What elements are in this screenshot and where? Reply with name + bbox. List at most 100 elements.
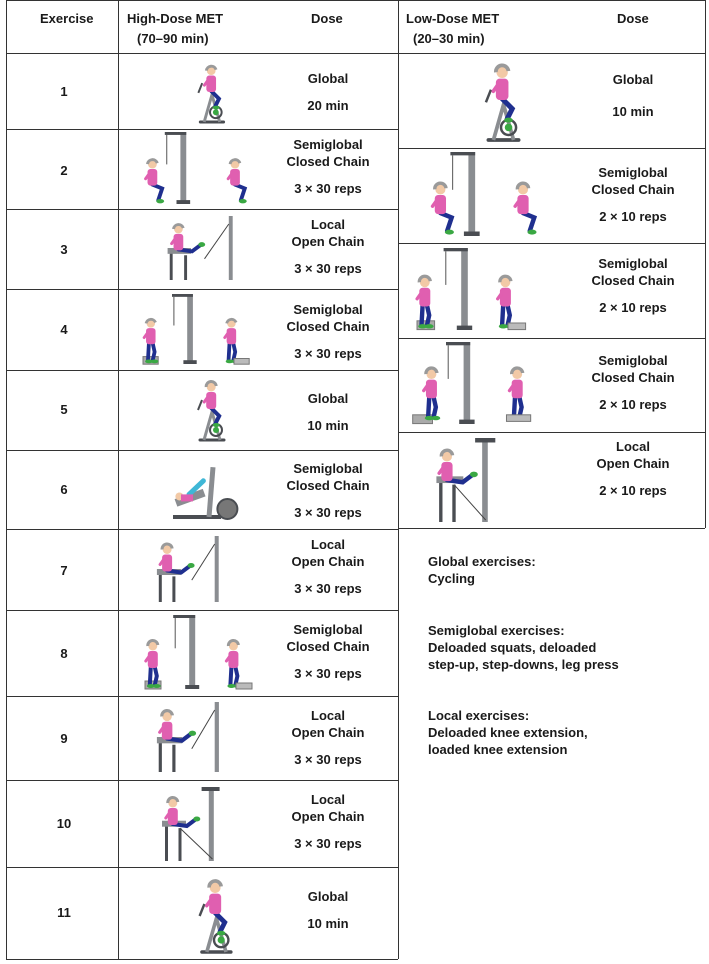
dose-type: Semiglobal xyxy=(598,165,668,180)
dose-amount: 10 min xyxy=(307,916,349,931)
low-dose-cell: Semiglobal Closed Chain 2 × 10 reps xyxy=(573,164,693,225)
dose-amount: 3 × 30 reps xyxy=(294,581,362,596)
knee-extension-figure xyxy=(156,536,219,602)
dose-cell: Global 10 min xyxy=(268,390,388,434)
step-down-figure xyxy=(412,342,532,425)
legend-semiglobal-title: Semiglobal exercises: xyxy=(428,623,565,638)
header-dose: Dose xyxy=(311,11,343,26)
legend-semiglobal: Semiglobal exercises: Deloaded squats, d… xyxy=(428,622,619,673)
dose-type: Semiglobal xyxy=(598,256,668,271)
stationary-bike-figure xyxy=(197,379,226,442)
dose-amount: 2 × 10 reps xyxy=(599,483,667,498)
header-high-dose-duration: (70–90 min) xyxy=(137,31,209,46)
dose-amount: 10 min xyxy=(612,104,654,119)
dose-amount: 10 min xyxy=(307,418,349,433)
dose-type: Global xyxy=(307,391,349,406)
step-up-figure xyxy=(415,248,527,331)
legend-semiglobal-line: Deloaded squats, deloaded xyxy=(428,640,597,655)
dose-chain: Closed Chain xyxy=(286,478,370,493)
dose-chain: Closed Chain xyxy=(286,154,370,169)
dose-type: Semiglobal xyxy=(293,137,363,152)
low-dose-cell: Semiglobal Closed Chain 2 × 10 reps xyxy=(573,352,693,413)
dose-type: Local xyxy=(311,217,345,232)
legend-local-line: Deloaded knee extension, xyxy=(428,725,588,740)
dose-type: Semiglobal xyxy=(598,353,668,368)
dose-chain: Closed Chain xyxy=(591,370,675,385)
dose-amount: 3 × 30 reps xyxy=(294,346,362,361)
exercise-number: 9 xyxy=(60,731,68,746)
dose-cell: Global 20 min xyxy=(268,70,388,114)
dose-amount: 2 × 10 reps xyxy=(599,209,667,224)
legend-global-title: Global exercises: xyxy=(428,554,536,569)
loaded-knee-extension-figure xyxy=(436,438,496,522)
dose-cell: Local Open Chain 3 × 30 reps xyxy=(268,216,388,277)
header-low-dose-title: Low-Dose MET xyxy=(406,11,500,26)
dose-chain: Open Chain xyxy=(596,456,670,471)
dose-type: Local xyxy=(311,792,345,807)
dose-amount: 3 × 30 reps xyxy=(294,505,362,520)
low-dose-cell: Global 10 min xyxy=(573,71,693,120)
stationary-bike-figure xyxy=(198,879,233,954)
header-exercise: Exercise xyxy=(40,11,94,26)
dose-chain: Open Chain xyxy=(291,554,365,569)
exercise-number: 6 xyxy=(60,482,68,497)
dose-amount: 3 × 30 reps xyxy=(294,836,362,851)
dose-chain: Open Chain xyxy=(291,725,365,740)
header-high-dose-title: High-Dose MET xyxy=(127,11,224,26)
loaded-knee-extension-figure xyxy=(162,787,220,861)
dose-type: Global xyxy=(612,72,654,87)
dose-cell: Semiglobal Closed Chain 3 × 30 reps xyxy=(268,460,388,521)
dose-amount: 3 × 30 reps xyxy=(294,181,362,196)
legend-local-title: Local exercises: xyxy=(428,708,530,723)
dose-cell: Semiglobal Closed Chain 3 × 30 reps xyxy=(268,301,388,362)
dose-amount: 3 × 30 reps xyxy=(294,261,362,276)
dose-cell: Semiglobal Closed Chain 3 × 30 reps xyxy=(268,136,388,197)
low-dose-cell: Semiglobal Closed Chain 2 × 10 reps xyxy=(573,255,693,316)
low-dose-cell: Local Open Chain 2 × 10 reps xyxy=(573,438,693,499)
stationary-bike-figure xyxy=(484,63,521,142)
legend-local-line: loaded knee extension xyxy=(428,742,568,757)
header-low-dose-duration: (20–30 min) xyxy=(413,31,485,46)
dose-type: Semiglobal xyxy=(293,461,363,476)
knee-extension-figure xyxy=(167,216,233,280)
dose-type: Local xyxy=(311,708,345,723)
knee-extension-figure xyxy=(156,702,219,772)
dose-amount: 3 × 30 reps xyxy=(294,752,362,767)
dose-type: Global xyxy=(307,889,349,904)
dose-amount: 2 × 10 reps xyxy=(599,300,667,315)
leg-press-figure xyxy=(173,466,239,520)
exercise-number: 5 xyxy=(60,402,68,417)
exercise-number: 11 xyxy=(57,905,71,920)
dose-cell: Local Open Chain 3 × 30 reps xyxy=(268,536,388,597)
exercise-number: 7 xyxy=(60,563,68,578)
dose-chain: Open Chain xyxy=(291,809,365,824)
dose-type: Local xyxy=(616,439,650,454)
legend-semiglobal-line: step-up, step-downs, leg press xyxy=(428,657,619,672)
deloaded-squat-figure xyxy=(430,152,538,236)
exercise-number: 1 xyxy=(60,84,68,99)
exercise-number: 10 xyxy=(56,816,72,831)
stationary-bike-figure xyxy=(197,64,226,124)
dose-cell: Global 10 min xyxy=(268,888,388,932)
dose-type: Semiglobal xyxy=(293,302,363,317)
header-low-dose: Dose xyxy=(617,11,649,26)
dose-cell: Semiglobal Closed Chain 3 × 30 reps xyxy=(268,621,388,682)
deloaded-squat-figure xyxy=(144,132,248,204)
dose-chain: Closed Chain xyxy=(286,319,370,334)
dose-amount: 3 × 30 reps xyxy=(294,666,362,681)
dose-type: Local xyxy=(311,537,345,552)
dose-amount: 2 × 10 reps xyxy=(599,397,667,412)
dose-type: Global xyxy=(307,71,349,86)
dose-chain: Closed Chain xyxy=(286,639,370,654)
dose-cell: Local Open Chain 3 × 30 reps xyxy=(268,707,388,768)
exercise-number: 2 xyxy=(60,163,68,178)
legend-local: Local exercises: Deloaded knee extension… xyxy=(428,707,588,758)
dose-amount: 20 min xyxy=(307,98,349,113)
dose-type: Semiglobal xyxy=(293,622,363,637)
exercise-number: 8 xyxy=(60,646,68,661)
exercise-number: 4 xyxy=(60,322,68,337)
dose-cell: Local Open Chain 3 × 30 reps xyxy=(268,791,388,852)
dose-chain: Closed Chain xyxy=(591,273,675,288)
